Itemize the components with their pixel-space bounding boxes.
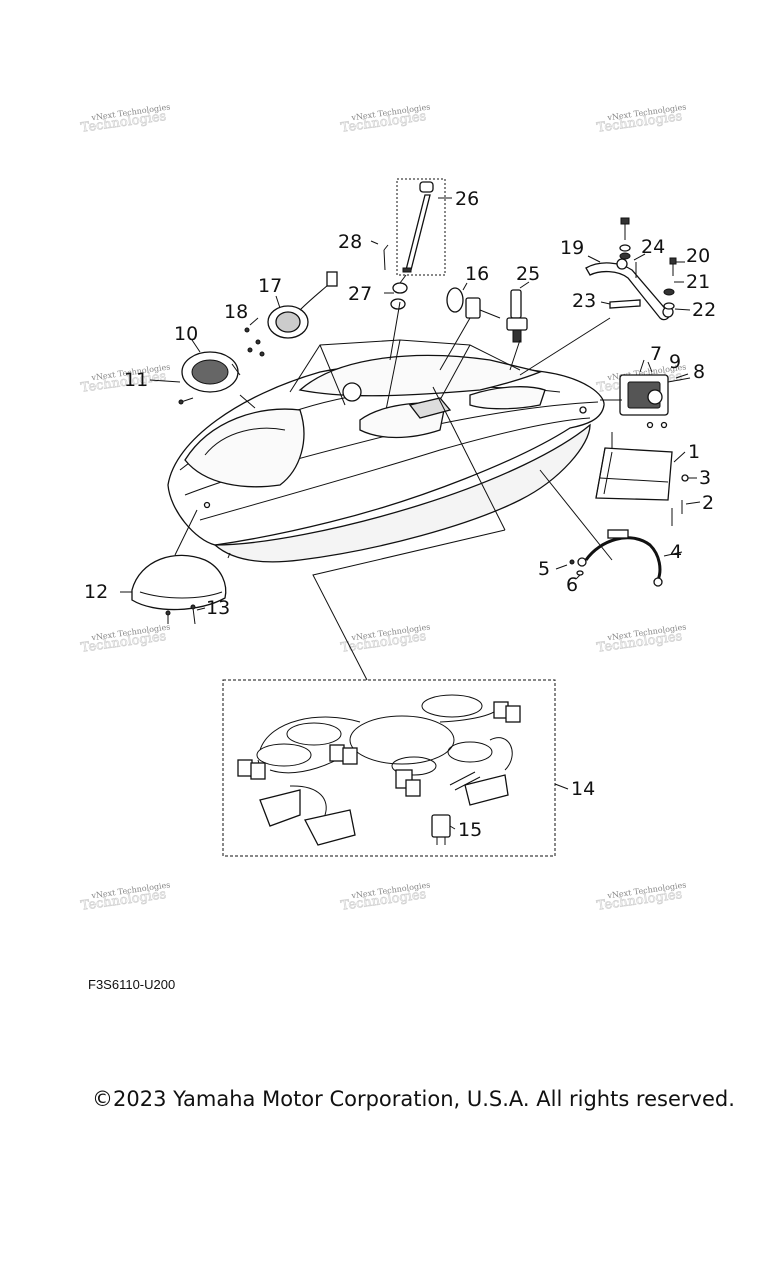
part-4-strap (577, 529, 663, 587)
watermark: Technologies vNext Technologies (80, 622, 171, 656)
part-2-bolts (611, 432, 683, 526)
callout-labels: 1 2 3 4 5 6 7 8 9 10 11 12 13 14 15 16 1… (84, 188, 716, 841)
part-10-speaker (181, 351, 241, 393)
watermark: Technologies vNext Technologies (80, 880, 171, 914)
part-19-bracket (585, 258, 674, 321)
callout-20: 20 (686, 245, 710, 267)
diagram-part-code: F3S6110-U200 (88, 977, 176, 992)
part-28-clip (383, 244, 389, 271)
part-26-antenna (396, 178, 446, 276)
watermark: Technologies vNext Technologies (596, 622, 687, 656)
callout-24: 24 (641, 236, 665, 258)
callout-14: 14 (571, 778, 595, 800)
part-25-sensor (506, 289, 528, 343)
part-14-harness (222, 679, 556, 857)
callout-9: 9 (669, 351, 681, 373)
callout-8: 8 (693, 361, 705, 383)
watermarks: Technologies vNext Technologies Technolo… (80, 102, 687, 914)
callout-17: 17 (258, 275, 282, 297)
callout-21: 21 (686, 271, 710, 293)
callout-5: 5 (538, 558, 550, 580)
callout-23: 23 (572, 290, 596, 312)
callout-13: 13 (206, 597, 230, 619)
part-16-plug (446, 287, 501, 319)
part-24-hardware (619, 217, 637, 278)
callout-4: 4 (670, 541, 682, 563)
watermark: Technologies vNext Technologies (340, 102, 431, 136)
callout-27: 27 (348, 283, 372, 305)
callout-26: 26 (455, 188, 479, 210)
boat-hull (167, 339, 605, 563)
watermark: Technologies vNext Technologies (340, 880, 431, 914)
callout-22: 22 (692, 299, 716, 321)
part-12-cover (131, 554, 227, 611)
part-1-control-unit (595, 447, 673, 501)
callout-11: 11 (124, 369, 148, 391)
copyright-notice: ©2023 Yamaha Motor Corporation, U.S.A. A… (92, 1087, 735, 1111)
part-18-screws (244, 327, 265, 357)
part-7-receptacle (619, 359, 691, 429)
callout-25: 25 (516, 263, 540, 285)
callout-15: 15 (458, 819, 482, 841)
callout-19: 19 (560, 237, 584, 259)
part-11-screw (178, 397, 194, 405)
callout-28: 28 (338, 231, 362, 253)
callout-1: 1 (688, 441, 700, 463)
callout-3: 3 (699, 467, 711, 489)
part-27-grommet (390, 274, 408, 310)
callout-6: 6 (566, 574, 578, 596)
part-5-screw (569, 559, 575, 565)
callout-7: 7 (650, 343, 662, 365)
watermark: Technologies vNext Technologies (596, 880, 687, 914)
watermark: Technologies vNext Technologies (340, 622, 431, 656)
callout-12: 12 (84, 581, 108, 603)
callout-18: 18 (224, 301, 248, 323)
leader-lines (120, 197, 701, 830)
callout-10: 10 (174, 323, 198, 345)
watermark: Technologies vNext Technologies (80, 102, 171, 136)
part-15-relay (431, 814, 451, 845)
part-20-22-hardware (663, 257, 677, 310)
part-3-nut (681, 474, 689, 482)
part-13-screws (165, 604, 196, 625)
callout-16: 16 (465, 263, 489, 285)
part-17-speaker (267, 271, 338, 339)
callout-2: 2 (702, 492, 714, 514)
watermark: Technologies vNext Technologies (596, 102, 687, 136)
